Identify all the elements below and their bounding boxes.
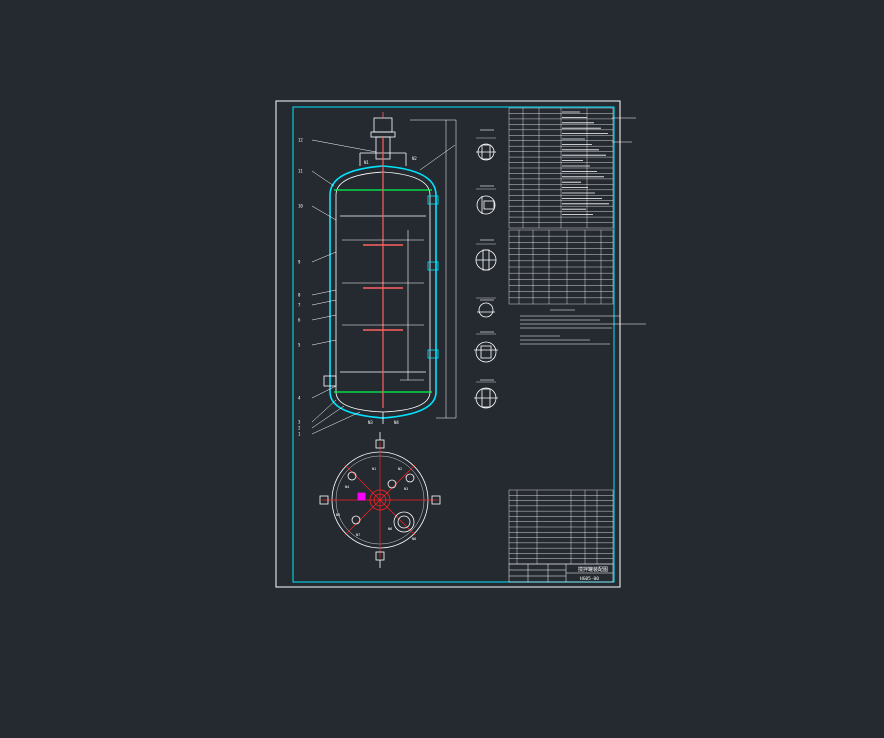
part-callout: 2: [298, 426, 301, 431]
nozzle-tag: N2: [412, 156, 417, 161]
plan-nozzle-tag: N2: [398, 467, 402, 471]
part-callout: 11: [298, 169, 303, 174]
nozzle-tag: N1: [364, 160, 369, 165]
plan-nozzle-tag: N4: [345, 485, 349, 489]
part-callout: 8: [298, 293, 301, 298]
technical-notes: [520, 309, 646, 345]
plan-nozzle-tag: N8: [412, 537, 416, 541]
callout-leaders: [311, 139, 456, 435]
plan-view: [319, 432, 441, 568]
part-callout: 9: [298, 260, 301, 265]
top-nozzle-tags: N1 N2 N3 N4: [364, 156, 417, 425]
part-callout: 7: [298, 303, 301, 308]
drawing-title: 搅拌罐装配图: [578, 566, 608, 573]
drawing-number: HG05-00: [580, 576, 599, 582]
plan-nozzle-tag: N7: [356, 533, 360, 537]
part-callout: 6: [298, 318, 301, 323]
part-callout: 5: [298, 343, 301, 348]
part-callout: 3: [298, 420, 301, 425]
detail-views: [474, 129, 498, 409]
title-block: [508, 563, 614, 583]
plan-nozzle-tag: N3: [404, 487, 408, 491]
part-callout: 1: [298, 432, 301, 437]
nozzle-table: [508, 229, 614, 305]
part-callout: 4: [298, 396, 301, 401]
part-callout: 10: [298, 204, 303, 209]
inner-border: [292, 106, 615, 583]
elevation-view: [323, 112, 457, 424]
sheet-border: [275, 100, 621, 588]
plan-nozzle-tag: N6: [388, 527, 392, 531]
parts-list: [508, 489, 614, 565]
callout-labels: 12 11 10 9 8 7 6 5 4 321: [298, 138, 303, 437]
plan-nozzle-tag: N1: [372, 467, 376, 471]
part-callout: 12: [298, 138, 303, 143]
plan-nozzle-tag: N5: [336, 513, 340, 517]
design-data-table: [508, 107, 636, 229]
nozzle-tag: N4: [394, 420, 399, 425]
nozzle-tag: N3: [368, 420, 373, 425]
